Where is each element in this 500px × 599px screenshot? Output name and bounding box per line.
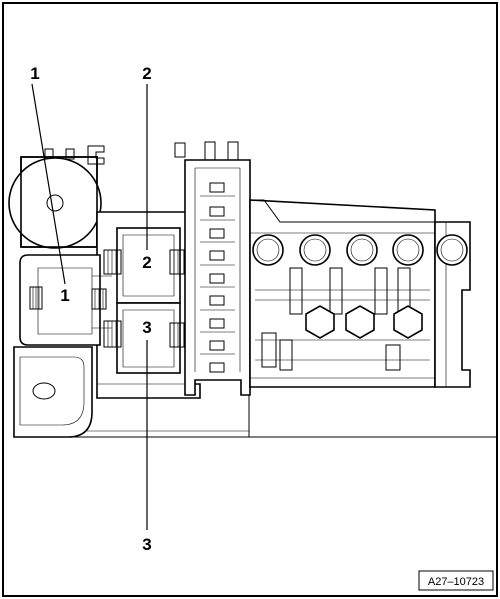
callout-2-top: 2 (142, 64, 151, 83)
relay-3 (103, 302, 185, 374)
bracket-bolt-icon (32, 382, 56, 400)
lower-terminals (255, 332, 430, 371)
callout-2-part: 2 (142, 253, 151, 272)
callout-labels: 1 1 2 2 3 3 (30, 64, 151, 554)
relay-2 (103, 227, 185, 304)
reference-code: A27–10723 (428, 576, 484, 588)
relay-screw-icon (46, 194, 64, 212)
leader-lines (31, 83, 148, 530)
bolt-heads (252, 234, 468, 266)
callout-1-part: 1 (60, 286, 69, 305)
fuse-links (255, 267, 430, 315)
relay-bracket-top-left (8, 145, 105, 249)
callout-3-bottom: 3 (142, 535, 151, 554)
main-fuse-carrier (249, 199, 471, 388)
hex-nuts (305, 305, 423, 339)
fuse-strip (174, 141, 251, 396)
reference-code-box: A27–10723 (418, 570, 494, 591)
callout-3-part: 3 (142, 318, 151, 337)
callout-1-top: 1 (30, 64, 39, 83)
relay-round-housing (8, 157, 102, 249)
relay-1-carrier (19, 254, 112, 346)
relay-1-contacts (29, 286, 107, 310)
fuse-slots (200, 182, 235, 373)
bottom-left-bracket (13, 346, 93, 438)
